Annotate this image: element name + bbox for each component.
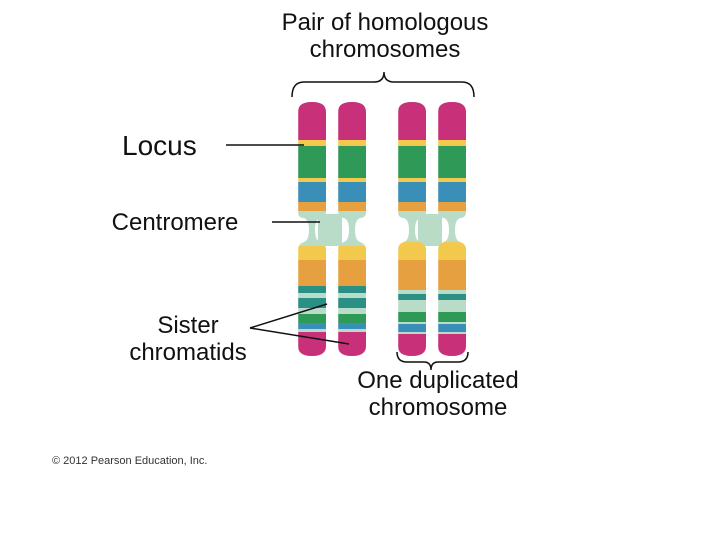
- chromosome-left: [298, 102, 366, 356]
- sister-chromatid-leader-upper: [249, 303, 328, 329]
- centromere-bridge-left: [318, 214, 342, 246]
- duplicated-chromosome-bracket: [396, 351, 469, 371]
- sister-chromatid-leader-lower: [249, 327, 350, 345]
- chromosome-right: [398, 102, 466, 356]
- homologous-pair-bracket: [291, 71, 475, 98]
- locus-label: Locus: [122, 130, 197, 161]
- centromere-label: Centromere: [111, 209, 239, 236]
- copyright-notice: © 2012 Pearson Education, Inc.: [52, 455, 208, 467]
- centromere-bridge-right: [418, 214, 442, 246]
